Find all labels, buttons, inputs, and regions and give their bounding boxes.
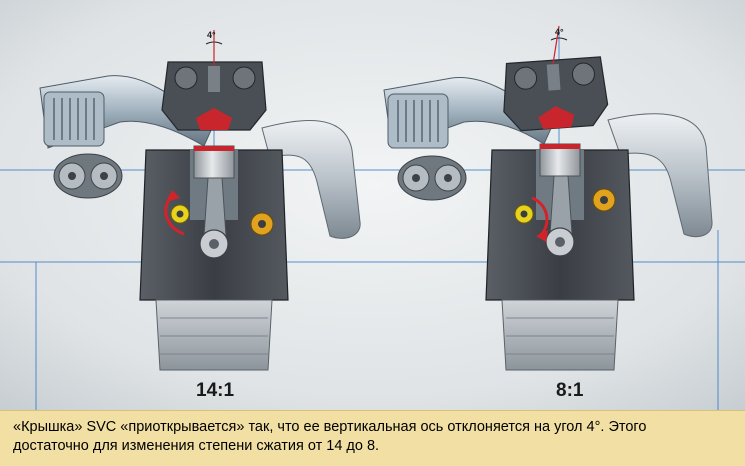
connecting-rod-right: [549, 175, 573, 235]
oil-sump-right: [501, 299, 619, 371]
angle-label-right: 4°: [555, 27, 564, 37]
diagram-canvas: [0, 0, 745, 410]
panel-background: [0, 0, 745, 410]
air-filter-fins-left: [53, 98, 95, 140]
caption-text: «Крышка» SVC «приоткрывается» так, что е…: [13, 419, 647, 454]
supercharger-right: [397, 155, 467, 201]
cylinder-head-left: [161, 61, 267, 131]
air-filter-box-right: [387, 93, 449, 149]
piston-right: [539, 143, 581, 177]
exhaust-pipe-right: [607, 113, 713, 238]
engine-right: [383, 25, 713, 371]
compression-ratio-right: 8:1: [556, 380, 584, 401]
angle-label-left: 4°: [207, 30, 216, 40]
supercharger-left: [53, 153, 123, 199]
air-filter-box-left: [43, 91, 105, 147]
engine-left: [39, 30, 361, 371]
exhaust-pipe-left: [261, 119, 361, 239]
piston-left: [193, 145, 235, 179]
cylinder-head-right: [503, 56, 609, 132]
angle-marker-right: [550, 37, 568, 41]
oil-sump-left: [155, 299, 273, 371]
engine-comparison-diagram: 4° 4° 14:1 8:1: [0, 0, 745, 410]
caption-bar: «Крышка» SVC «приоткрывается» так, что е…: [0, 410, 745, 466]
air-filter-fins-right: [397, 100, 439, 142]
compression-ratio-left: 14:1: [196, 380, 235, 401]
connecting-rod-left: [203, 177, 227, 237]
